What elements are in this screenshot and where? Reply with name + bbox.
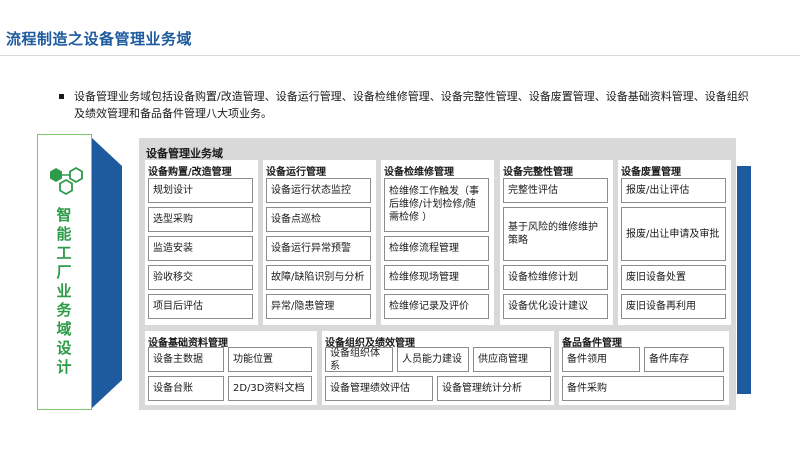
group-title: 备品备件管理 [562, 338, 622, 349]
item-box: 规划设计 [148, 178, 253, 203]
domain-title: 设备管理业务域 [146, 147, 223, 160]
item-box: 检维修工作触发（事后维修/计划检修/随需检修 ） [384, 178, 489, 232]
item-label: 废旧设备再利用 [626, 301, 696, 312]
item-box: 报废/出让申请及审批 [621, 207, 726, 261]
item-label: 供应商管理 [478, 354, 528, 365]
side-panel-title: 智能工厂业务域设计 [56, 206, 72, 376]
hexagon-network-icon [50, 166, 83, 196]
column-title: 设备检维修管理 [384, 167, 454, 178]
item-label: 设备点巡检 [271, 214, 321, 225]
item-label: 报废/出让评估 [626, 185, 690, 196]
item-box: 选型采购 [148, 207, 253, 232]
item-label: 检维修记录及评价 [389, 301, 469, 312]
item-box: 完整性评估 [503, 178, 608, 203]
item-label: 设备台账 [153, 383, 193, 394]
item-label: 完整性评估 [508, 185, 558, 196]
item-box: 设备组织体系 [325, 347, 393, 372]
item-box: 设备检维修计划 [503, 265, 608, 290]
item-label: 备件领用 [567, 354, 607, 365]
item-box: 设备运行异常预警 [266, 236, 371, 261]
item-label: 故障/缺陷识别与分析 [271, 272, 365, 283]
item-box: 备件采购 [562, 376, 724, 401]
item-label: 检维修流程管理 [389, 243, 459, 254]
item-label: 异常/隐患管理 [271, 301, 335, 312]
item-label: 项目后评估 [153, 301, 203, 312]
item-box: 设备优化设计建议 [503, 294, 608, 319]
left-connector [92, 138, 122, 408]
column-title: 设备完整性管理 [503, 167, 573, 178]
item-box: 废旧设备处置 [621, 265, 726, 290]
item-label: 设备管理统计分析 [442, 383, 522, 394]
item-label: 人员能力建设 [402, 354, 462, 365]
item-box: 设备台账 [148, 376, 224, 401]
bullet-icon [59, 94, 64, 99]
group-title: 设备组织及绩效管理 [325, 338, 415, 349]
group-title: 设备基础资料管理 [148, 338, 228, 349]
item-box: 供应商管理 [473, 347, 551, 372]
item-box: 2D/3D资料文档 [228, 376, 312, 401]
item-box: 项目后评估 [148, 294, 253, 319]
item-label: 备件采购 [567, 383, 607, 394]
item-label: 选型采购 [153, 214, 193, 225]
column-title: 设备运行管理 [266, 167, 326, 178]
item-label: 功能位置 [233, 354, 273, 365]
column-title: 设备购置/改造管理 [148, 167, 232, 178]
item-label: 规划设计 [153, 185, 193, 196]
page-title: 流程制造之设备管理业务域 [6, 30, 193, 48]
item-label: 设备运行异常预警 [271, 243, 351, 254]
item-box: 设备管理绩效评估 [325, 376, 433, 401]
item-box: 设备运行状态监控 [266, 178, 371, 203]
item-box: 设备点巡检 [266, 207, 371, 232]
item-label: 检维修现场管理 [389, 272, 459, 283]
item-box: 废旧设备再利用 [621, 294, 726, 319]
item-label: 设备组织体系 [330, 347, 380, 372]
item-box: 基于风险的维修维护策略 [503, 207, 608, 261]
item-label: 设备检维修计划 [508, 272, 578, 283]
item-box: 异常/隐患管理 [266, 294, 371, 319]
item-label: 设备运行状态监控 [271, 185, 351, 196]
item-box: 检维修记录及评价 [384, 294, 489, 319]
item-box: 检维修现场管理 [384, 265, 489, 290]
item-label: 基于风险的维修维护策略 [508, 222, 598, 246]
item-label: 检维修工作触发（事后维修/计划检修/随需检修 ） [389, 186, 479, 223]
item-box: 备件领用 [562, 347, 640, 372]
column-title: 设备废置管理 [621, 167, 681, 178]
item-box: 功能位置 [228, 347, 312, 372]
item-label: 报废/出让申请及审批 [626, 228, 720, 240]
item-box: 人员能力建设 [397, 347, 469, 372]
item-box: 故障/缺陷识别与分析 [266, 265, 371, 290]
item-label: 设备管理绩效评估 [330, 383, 410, 394]
right-connector [737, 166, 751, 394]
item-label: 监造安装 [153, 243, 193, 254]
item-box: 设备主数据 [148, 347, 224, 372]
item-box: 监造安装 [148, 236, 253, 261]
item-box: 验收移交 [148, 265, 253, 290]
item-label: 备件库存 [649, 354, 689, 365]
item-box: 备件库存 [644, 347, 724, 372]
item-label: 设备主数据 [153, 354, 203, 365]
item-box: 检维修流程管理 [384, 236, 489, 261]
intro-text: 设备管理业务域包括设备购置/改造管理、设备运行管理、设备检维修管理、设备完整性管… [74, 90, 749, 120]
item-label: 废旧设备处置 [626, 272, 686, 283]
item-label: 验收移交 [153, 272, 193, 283]
item-label: 2D/3D资料文档 [233, 383, 305, 394]
item-box: 报废/出让评估 [621, 178, 726, 203]
item-label: 设备优化设计建议 [508, 301, 588, 312]
item-box: 设备管理统计分析 [437, 376, 551, 401]
title-divider [0, 55, 800, 56]
